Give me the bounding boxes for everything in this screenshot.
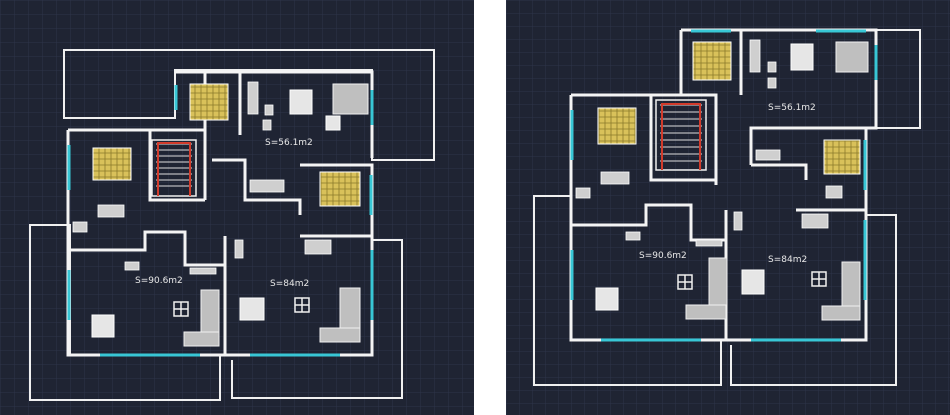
stairs-icon xyxy=(151,139,197,197)
bed-icon xyxy=(189,83,229,121)
panel-gap xyxy=(474,0,506,415)
windows xyxy=(570,29,878,342)
sofa-icon xyxy=(183,83,369,347)
floor-plan-photo-left: S=56.1m2 S=90.6m2 S=84m2 xyxy=(0,0,474,415)
bed-icon xyxy=(692,41,732,81)
windows xyxy=(67,85,374,357)
area-label-left-unit: S=90.6m2 xyxy=(135,276,183,286)
stairs-icon xyxy=(655,99,707,171)
dining-table-icon xyxy=(595,43,814,311)
fixtures xyxy=(575,39,843,247)
sofa-icon xyxy=(685,41,869,321)
bed-icon xyxy=(597,107,637,145)
window-grid-icon xyxy=(173,297,310,317)
area-label-right-unit: S=84m2 xyxy=(270,279,309,289)
floor-plan-left: S=56.1m2 S=90.6m2 S=84m2 xyxy=(0,0,474,415)
bed-icon xyxy=(92,147,132,181)
area-label-top: S=56.1m2 xyxy=(265,138,313,148)
balcony-outline-top xyxy=(63,49,435,161)
floor-plan-right: S=56.1m2 S=90.6m2 S=84m2 xyxy=(506,0,950,415)
area-label-top: S=56.1m2 xyxy=(768,103,816,113)
bed-icon xyxy=(823,139,861,175)
fixtures xyxy=(72,81,332,275)
floor-plan-photo-right: S=56.1m2 S=90.6m2 S=84m2 xyxy=(506,0,950,415)
window-grid-icon xyxy=(677,271,827,290)
area-label-left-unit: S=90.6m2 xyxy=(639,251,687,261)
bed-icon xyxy=(319,171,361,207)
area-label-right-unit: S=84m2 xyxy=(768,255,807,265)
dining-table-icon xyxy=(91,89,341,338)
